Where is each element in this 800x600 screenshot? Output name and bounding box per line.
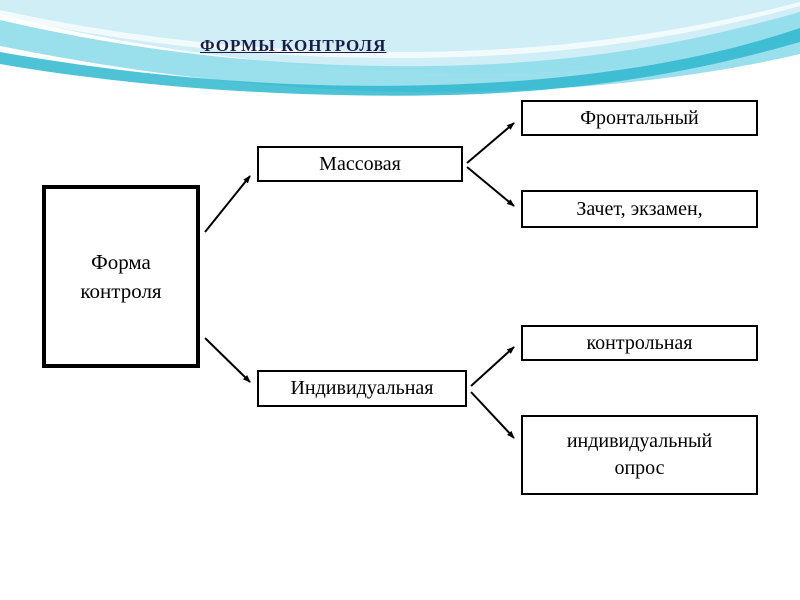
top-wave-decoration [0,0,800,96]
node-label: Индивидуальная [290,377,434,399]
node-massovaya: Массовая [257,146,463,182]
node-label: контрольная [586,331,693,354]
node-label: Фронтальный [580,106,699,129]
node-kontrolnaya: контрольная [521,325,758,361]
arrow-individualnaya-to-opros [470,391,515,439]
arrow-root-to-individualnaya [204,337,251,383]
arrow-massovaya-to-frontalny [466,122,515,164]
node-label: Зачет, экзамен, [576,197,703,220]
arrow-individualnaya-to-kontrolnaya [470,346,515,387]
node-individualnaya: Индивидуальная [257,370,467,407]
node-label: Форма контроля [80,250,162,303]
arrow-root-to-massovaya [204,175,251,233]
node-individualny-opros: индивидуальный опрос [521,415,758,495]
node-zachet-ekzamen: Зачет, экзамен, [521,190,758,228]
node-frontalny: Фронтальный [521,100,758,136]
slide-title: ФОРМЫ КОНТРОЛЯ [200,36,387,55]
node-label: Массовая [319,152,401,175]
node-label: индивидуальный опрос [566,430,713,479]
node-forma-kontrolya: Форма контроля [42,185,200,368]
arrow-massovaya-to-zachet [466,166,515,207]
